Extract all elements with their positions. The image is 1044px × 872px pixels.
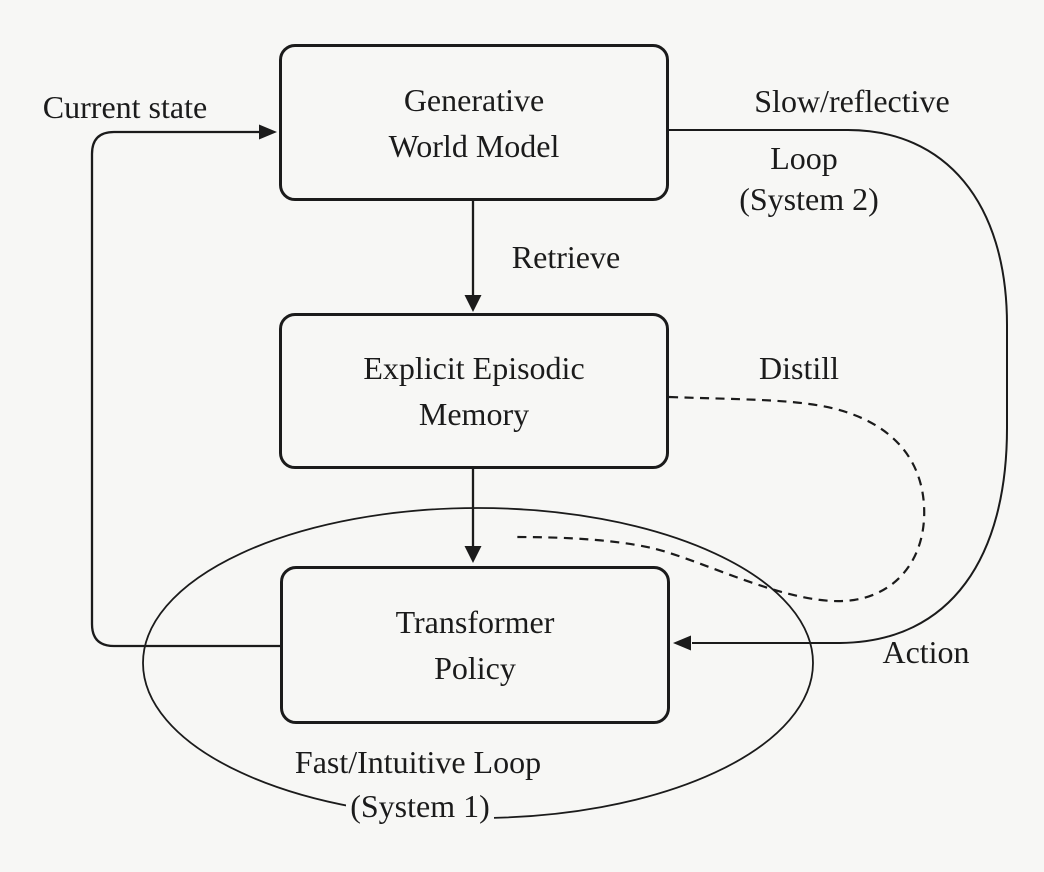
label-slow-reflective: Slow/reflective bbox=[754, 83, 950, 119]
label-system-1: (System 1) bbox=[350, 788, 490, 824]
retrieve-arrowhead bbox=[464, 295, 482, 312]
distill-dashed-path bbox=[512, 395, 926, 603]
label-retrieve: Retrieve bbox=[511, 239, 621, 275]
label-loop: Loop bbox=[770, 140, 838, 176]
system2-loop-path bbox=[669, 129, 1008, 644]
node-label-line: World Model bbox=[388, 127, 560, 164]
node-label-line: Explicit Episodic bbox=[363, 350, 585, 386]
current-state-arrowhead bbox=[259, 124, 277, 140]
label-current-state: Current state bbox=[42, 89, 208, 125]
label-action: Action bbox=[882, 634, 970, 670]
label-system-2: (System 2) bbox=[739, 181, 879, 217]
node-label-line: Generative bbox=[403, 81, 545, 118]
node-label-line: Transformer bbox=[395, 604, 555, 640]
action-arrowhead bbox=[673, 635, 691, 651]
current-state-path bbox=[90, 130, 281, 648]
system1-text-gap bbox=[346, 783, 494, 831]
node-label-line: Memory bbox=[418, 396, 530, 432]
memory-to-policy-arrowhead bbox=[464, 546, 482, 563]
label-distill: Distill bbox=[758, 350, 840, 386]
label-fast-intuitive-loop: Fast/Intuitive Loop bbox=[294, 744, 542, 780]
node-label-line: Policy bbox=[434, 650, 516, 686]
